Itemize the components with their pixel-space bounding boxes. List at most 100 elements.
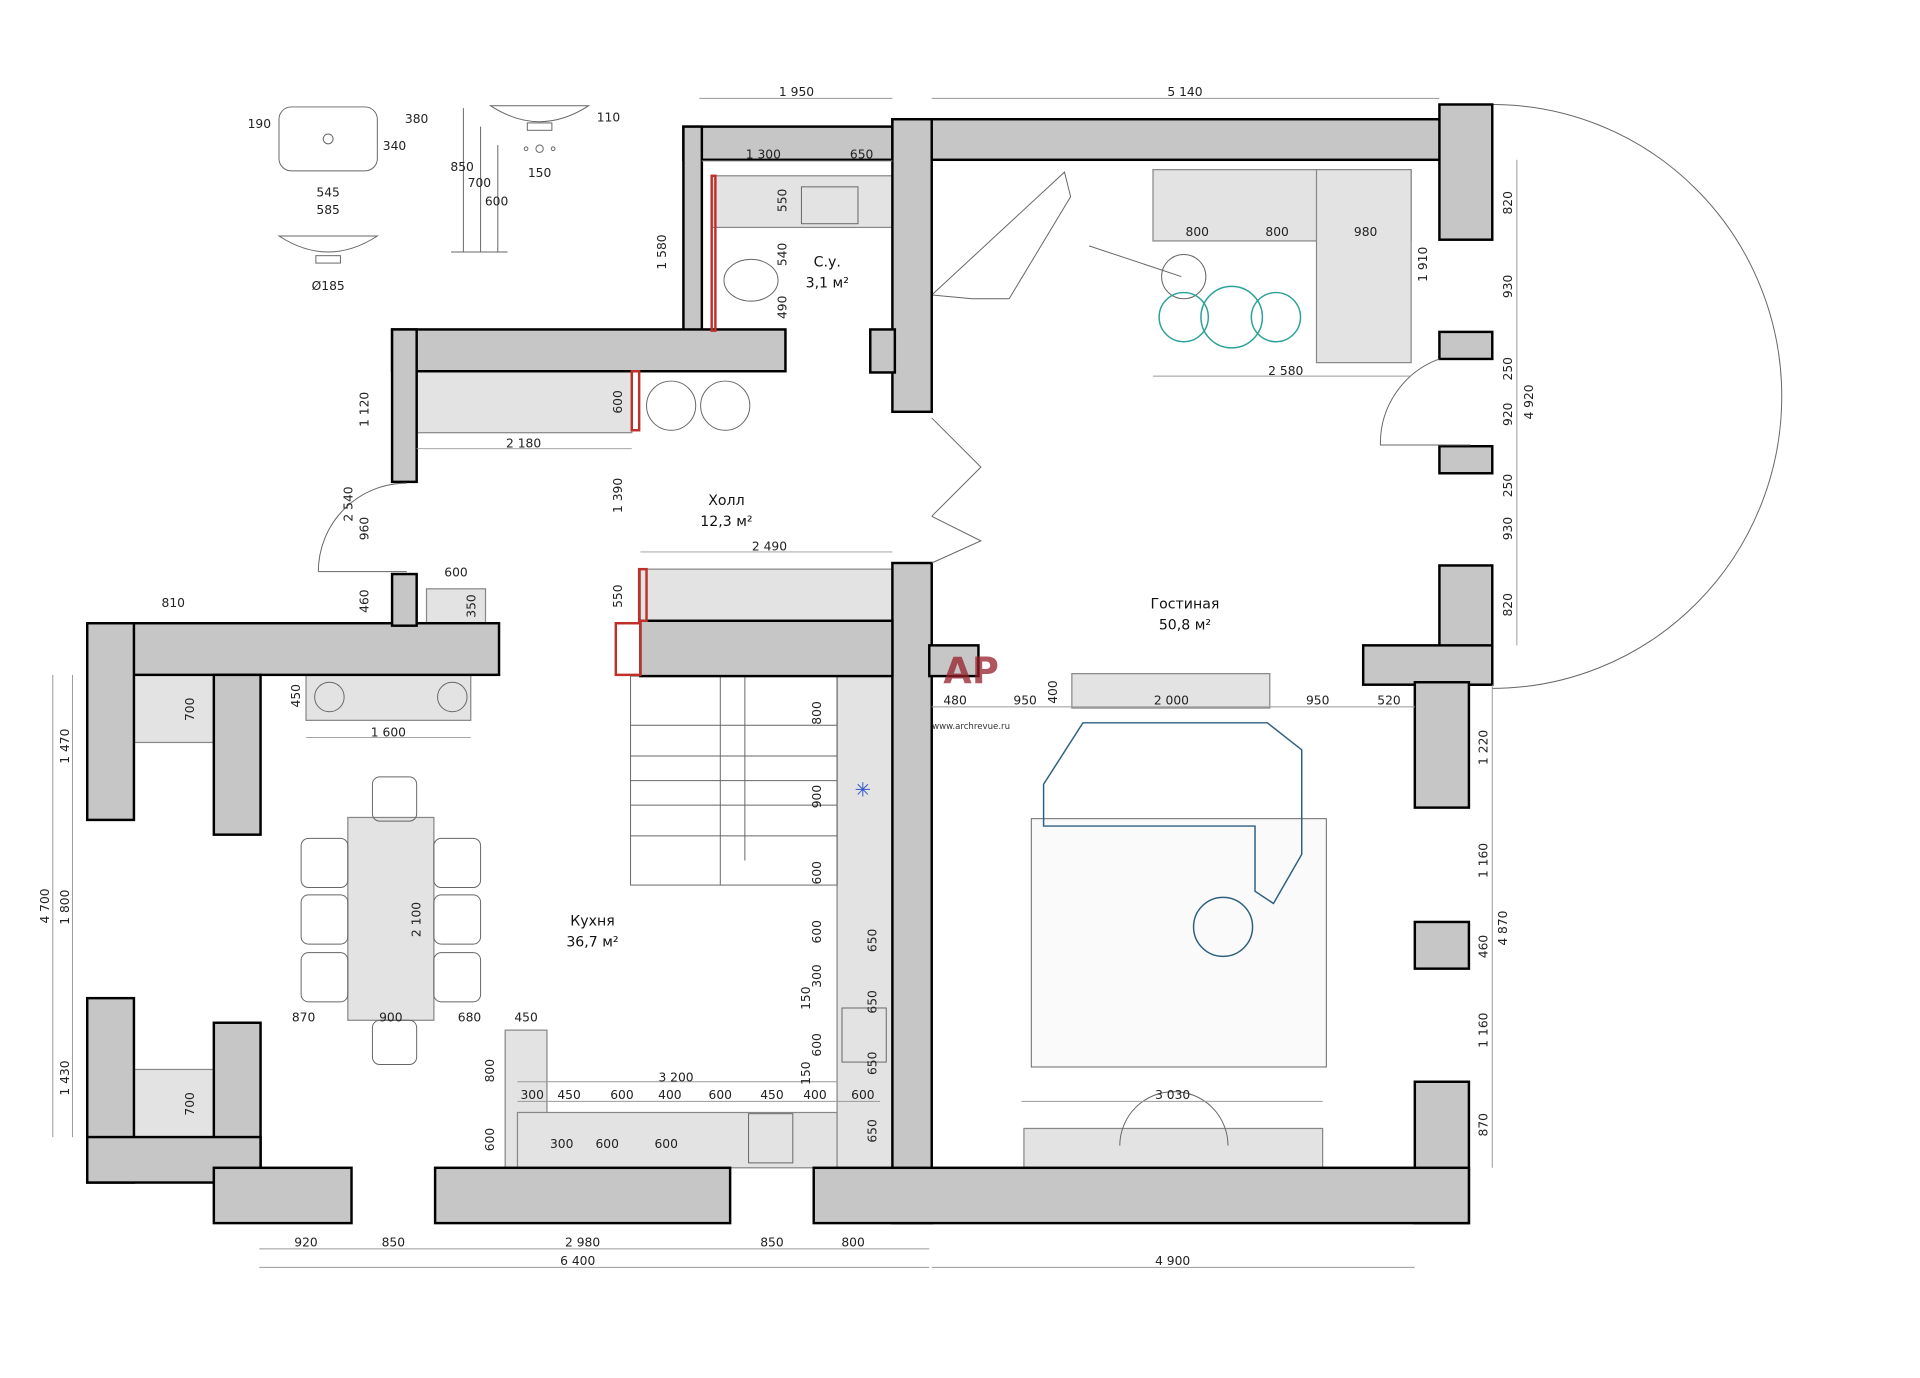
dim-label: 2 100 xyxy=(409,902,423,937)
dim-label: 650 xyxy=(865,990,879,1013)
dim-label: 6 400 xyxy=(560,1254,595,1268)
dim-label: 3 030 xyxy=(1155,1088,1190,1102)
dims-living-upper: 800 800 980 2 580 xyxy=(1186,225,1378,378)
dim-label: 460 xyxy=(358,589,372,612)
dim-label: 600 xyxy=(595,1137,618,1151)
sink-dim: 150 xyxy=(528,166,551,180)
room-living: Гостиная 50,8 м² xyxy=(1151,596,1220,633)
dim-label: 930 xyxy=(1501,275,1515,298)
dim-label: 250 xyxy=(1501,474,1515,497)
dim-label: 850 xyxy=(382,1235,405,1249)
dim-label: 1 910 xyxy=(1416,247,1430,282)
dim-label: 820 xyxy=(1501,593,1515,616)
dim-label: 800 xyxy=(1265,225,1288,239)
dim-label: 980 xyxy=(1354,225,1377,239)
dim-label: 150 xyxy=(799,986,813,1009)
sink-dim: Ø185 xyxy=(312,279,345,293)
dim-label: 5 140 xyxy=(1167,85,1202,99)
dim-label: 450 xyxy=(557,1088,580,1102)
dim-label: 460 xyxy=(1476,935,1490,958)
dim-label: 300 xyxy=(550,1137,573,1151)
dim-label: 600 xyxy=(611,390,625,413)
dim-label: 2 180 xyxy=(506,436,541,450)
furniture: ✳ xyxy=(133,169,1412,1169)
doors xyxy=(317,358,1471,573)
room-area: 3,1 м² xyxy=(806,276,849,292)
dim-label: 900 xyxy=(810,785,824,808)
dim-label: 600 xyxy=(483,1128,497,1151)
dim-label: 1 600 xyxy=(371,725,406,739)
room-area: 50,8 м² xyxy=(1159,617,1211,633)
ac-icon: ✳ xyxy=(855,779,871,802)
dim-label: 600 xyxy=(709,1088,732,1102)
dim-label: 800 xyxy=(1186,225,1209,239)
dim-label: 600 xyxy=(654,1137,677,1151)
dim-label: 700 xyxy=(183,1092,197,1115)
dim-label: 1 300 xyxy=(746,148,781,162)
dim-label: 300 xyxy=(520,1088,543,1102)
dim-label: 600 xyxy=(851,1088,874,1102)
dim-label: 800 xyxy=(483,1059,497,1082)
room-bathroom: С.у. 3,1 м² xyxy=(806,255,849,292)
room-name: Гостиная xyxy=(1151,596,1220,612)
watermark-logo: AP xyxy=(943,649,999,692)
dim-label: 550 xyxy=(611,584,625,607)
dim-label: 960 xyxy=(358,517,372,540)
dims-kitchen: 810 450 1 600 700 1 470 4 700 1 800 1 43… xyxy=(38,596,874,1151)
dim-label: 650 xyxy=(865,929,879,952)
walls xyxy=(85,103,1494,1225)
dim-label: 900 xyxy=(379,1011,402,1025)
dim-label: 600 xyxy=(810,1033,824,1056)
dims-stair-column: 800 900 600 600 300 150 600 150 650 650 … xyxy=(799,701,879,1142)
dim-label: 400 xyxy=(1046,680,1060,703)
sink-dim: 850 xyxy=(450,160,473,174)
dim-label: 1 800 xyxy=(58,890,72,925)
dimension-lines xyxy=(52,97,1518,1268)
room-name: Кухня xyxy=(570,914,614,930)
dim-label: 2 980 xyxy=(565,1235,600,1249)
dim-label: 1 430 xyxy=(58,1060,72,1095)
dim-label: 2 540 xyxy=(342,486,356,521)
room-hall: Холл 12,3 м² xyxy=(700,493,752,530)
dim-label: 540 xyxy=(776,243,790,266)
dim-label: 800 xyxy=(841,1235,864,1249)
dim-label: 400 xyxy=(658,1088,681,1102)
room-kitchen: Кухня 36,7 м² xyxy=(566,914,618,951)
dim-label: 950 xyxy=(1306,693,1329,707)
dim-label: 1 580 xyxy=(655,234,669,269)
dim-label: 870 xyxy=(292,1011,315,1025)
dim-label: 920 xyxy=(1501,403,1515,426)
dim-label: 800 xyxy=(810,701,824,724)
watermark: AP www.archrevue.ru xyxy=(932,649,1010,731)
dim-label: 2 490 xyxy=(752,540,787,554)
dim-label: 480 xyxy=(943,693,966,707)
dim-label: 4 700 xyxy=(38,888,52,923)
dim-label: 2 000 xyxy=(1154,693,1189,707)
sink-drawing: 190 380 340 545 585 Ø185 110 850 700 600… xyxy=(248,105,620,293)
dim-label: 450 xyxy=(514,1011,537,1025)
sink-dim: 190 xyxy=(248,117,271,131)
dim-label: 650 xyxy=(865,1052,879,1075)
dim-label: 350 xyxy=(465,594,479,617)
sink-dim: 700 xyxy=(468,176,491,190)
dims-top: 1 950 5 140 1 300 650 xyxy=(746,85,1203,162)
dim-label: 950 xyxy=(1013,693,1036,707)
dim-label: 250 xyxy=(1501,357,1515,380)
dim-label: 450 xyxy=(760,1088,783,1102)
dim-label: 1 120 xyxy=(358,392,372,427)
dim-label: 1 470 xyxy=(58,729,72,764)
dim-label: 600 xyxy=(610,1088,633,1102)
dim-label: 1 160 xyxy=(1476,843,1490,878)
dim-label: 4 900 xyxy=(1155,1254,1190,1268)
watermark-url: www.archrevue.ru xyxy=(932,722,1010,732)
dim-label: 650 xyxy=(865,1119,879,1142)
dim-label: 920 xyxy=(294,1235,317,1249)
room-area: 12,3 м² xyxy=(700,514,752,530)
dim-label: 550 xyxy=(776,189,790,212)
dim-label: 820 xyxy=(1501,191,1515,214)
sink-dim: 545 xyxy=(316,186,339,200)
dim-label: 810 xyxy=(162,596,185,610)
dim-label: 1 950 xyxy=(779,85,814,99)
dim-label: 600 xyxy=(810,861,824,884)
